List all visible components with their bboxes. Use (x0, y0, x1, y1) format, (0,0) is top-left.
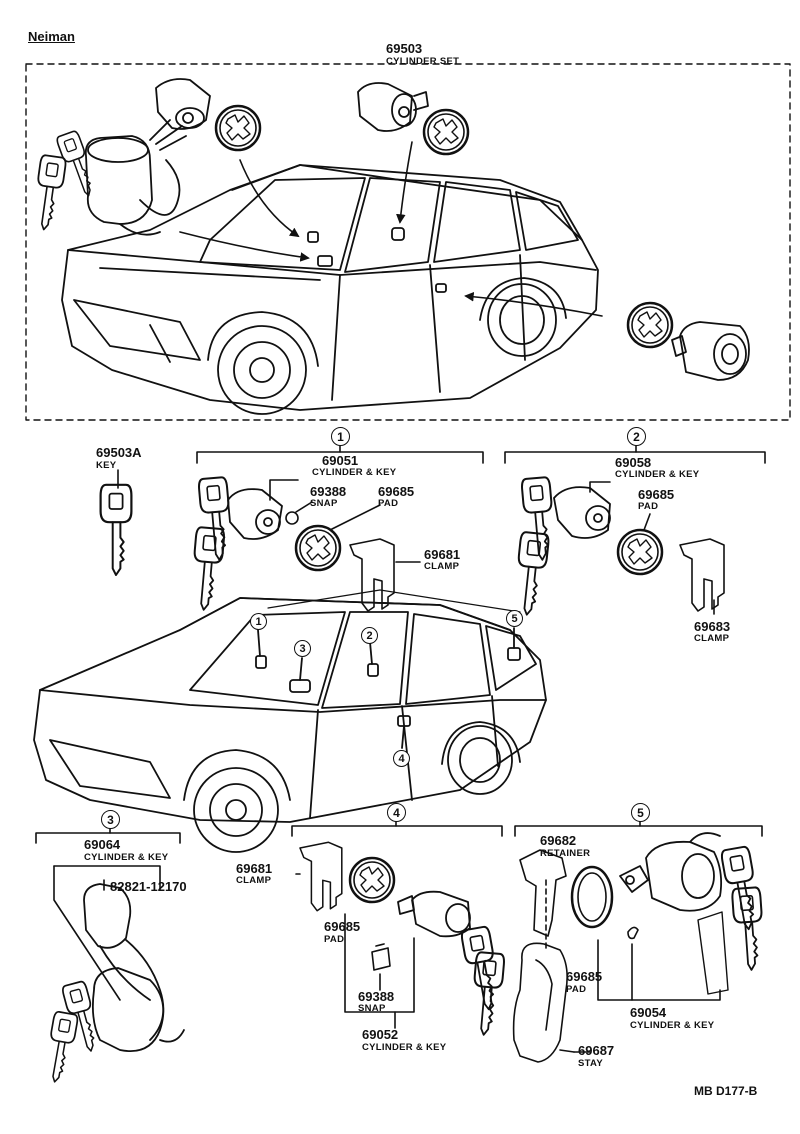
key-name: KEY (96, 460, 117, 471)
g2-clamp-name: CLAMP (694, 633, 730, 644)
g5-cylinder-name: CYLINDER & KEY (630, 1020, 715, 1031)
g2-pad (616, 528, 664, 576)
g1-key-b (188, 525, 226, 613)
car-marker-1: 1 (250, 613, 267, 630)
group-marker-1: 1 (331, 427, 350, 446)
g5-snap (627, 926, 639, 940)
arrow-ignition (179, 231, 310, 262)
group3-bracket (35, 832, 181, 844)
g2-cylinder-part-no: 69058 (615, 455, 652, 470)
g1-pad-part-no: 69685 (378, 484, 415, 499)
g4-clamp-part-no: 69681 (236, 861, 273, 876)
group4-bracket (291, 825, 503, 837)
group5-bracket (514, 825, 763, 837)
top-pad-2 (422, 108, 470, 156)
g2-pad-name: PAD (638, 501, 659, 512)
g2-key-a (520, 475, 558, 563)
diagram-title: Neiman (28, 29, 75, 44)
g1-snap-part-no: 69388 (310, 484, 347, 499)
g4-pad-part-no: 69685 (324, 919, 361, 934)
g5-stay (512, 942, 568, 1063)
g4-pad-name: PAD (324, 934, 345, 945)
g5-cylinder-drawing (619, 832, 723, 912)
g4-key-b (468, 950, 506, 1038)
g1-cylinder-part-no: 69051 (322, 453, 359, 468)
g2-cylinder-drawing (553, 486, 611, 539)
g4-snap-drawing (371, 943, 391, 971)
arrow-back-door (464, 291, 603, 317)
g3-key-b (42, 1010, 80, 1085)
g2-clamp (679, 538, 725, 612)
g2-cylinder-name: CYLINDER & KEY (615, 469, 700, 480)
g5-retainer-name: RETAINER (540, 848, 591, 859)
g5-pad-part-no: 69685 (566, 969, 603, 984)
g1-snap-name: SNAP (310, 498, 338, 509)
g4-pad (348, 856, 396, 904)
top-car-illustration (61, 164, 599, 415)
g4-clamp (299, 841, 343, 912)
g5-pad (570, 865, 614, 929)
top-pad-1 (214, 104, 262, 152)
group-marker-4: 4 (387, 803, 406, 822)
car-marker-5: 5 (506, 610, 523, 627)
g2-pad-part-no: 69685 (638, 487, 675, 502)
g1-cylinder-name: CYLINDER & KEY (312, 467, 397, 478)
g4-snap-part-no: 69388 (358, 989, 395, 1004)
g5-stay-part-no: 69687 (578, 1043, 615, 1058)
diagram-code: MB D177-B (694, 1084, 758, 1098)
glovebox-cylinder-drawing (155, 78, 211, 130)
car-marker-4: 4 (393, 750, 410, 767)
g5-pad-name: PAD (566, 984, 587, 995)
arrow-glovebox (239, 159, 300, 238)
g1-cylinder-drawing (227, 488, 283, 540)
g3-leader (53, 865, 161, 891)
arrow-door (396, 141, 413, 224)
g5-retainer-part-no: 69682 (540, 833, 577, 848)
cylinder-set-name: CYLINDER SET (386, 56, 460, 67)
g4-snap-name: SNAP (358, 1003, 386, 1014)
car-marker-2: 2 (361, 627, 378, 644)
g3-switch-drawing (83, 883, 185, 1052)
group-marker-2: 2 (627, 427, 646, 446)
g5-leader (597, 939, 721, 1001)
top-key-1 (30, 153, 68, 233)
group-marker-5: 5 (631, 803, 650, 822)
middle-car-illustration (33, 597, 547, 853)
standalone-key (99, 483, 133, 577)
ignition-switch-drawing (84, 119, 187, 236)
g5-stay-name: STAY (578, 1058, 603, 1069)
g5-cylinder-part-no: 69054 (630, 1005, 667, 1020)
g2-key-b (511, 530, 551, 618)
g3-subpart-no: 82821-12170 (110, 879, 187, 894)
g1-pad-name: PAD (378, 498, 399, 509)
g4-cylinder-drawing (397, 890, 471, 938)
g4-cylinder-part-no: 69052 (362, 1027, 399, 1042)
g4-cylinder-name: CYLINDER & KEY (362, 1042, 447, 1053)
g1-clamp-part-no: 69681 (424, 547, 461, 562)
g4-clamp-name: CLAMP (236, 875, 272, 886)
g5-key-card (697, 911, 729, 995)
top-pad-3 (626, 301, 674, 349)
g2-clamp-part-no: 69683 (694, 619, 731, 634)
cylinder-set-part-no: 69503 (386, 41, 423, 56)
g3-cylinder-name: CYLINDER & KEY (84, 852, 169, 863)
cylinder-set-frame (25, 63, 791, 421)
key-part-no: 69503A (96, 445, 142, 460)
group-marker-3: 3 (101, 810, 120, 829)
g1-clamp-name: CLAMP (424, 561, 460, 572)
door-cylinder-drawing (357, 82, 429, 132)
g1-snap (285, 511, 299, 525)
g5-retainer (519, 849, 567, 937)
backdoor-cylinder-drawing (671, 321, 750, 381)
group2-bracket (504, 451, 766, 464)
g1-clamp (349, 538, 395, 612)
g4-leader (344, 913, 415, 1013)
car-marker-3: 3 (294, 640, 311, 657)
g1-pad (294, 524, 342, 572)
g3-cylinder-part-no: 69064 (84, 837, 121, 852)
